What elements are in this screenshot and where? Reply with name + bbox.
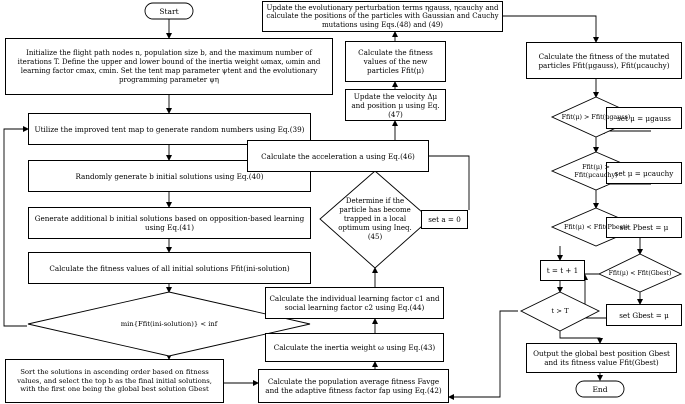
inertia-box: Calculate the inertia weight ω using Eq.… (265, 333, 444, 362)
decision-gbest (597, 253, 683, 293)
t-inc-box: t = t + 1 (540, 260, 585, 281)
set-cauchy-box: set μ = μcauchy (606, 162, 682, 184)
obl-box: Generate additional b initial solutions … (28, 207, 311, 239)
learning-box: Calculate the individual learning factor… (265, 287, 444, 319)
decision-cond-inf (27, 291, 311, 357)
set-gbest-box: set Gbest = μ (606, 304, 682, 326)
cauchy-label: Ffit(μ) > Ffit(μcauchy) (574, 163, 618, 179)
set-pbest-box: set Pbest = μ (606, 217, 682, 238)
t-gt-T-label: t > T (551, 307, 569, 315)
terminal-end-shape (575, 380, 625, 398)
set-gauss-box: set μ = μgauss (606, 107, 682, 129)
pbest-label: Ffit(μ) < Ffit(Pbest) (563, 223, 629, 231)
terminal-start-shape (144, 2, 194, 20)
fitness-init-box: Calculate the fitness values of all init… (28, 252, 311, 284)
decision-trapped (319, 170, 431, 269)
decision-T (519, 291, 601, 332)
fit-mut-box: Calculate the fitness of the mutated par… (526, 42, 682, 79)
sort-box: Sort the solutions in ascending order ba… (5, 359, 224, 403)
avg-fit-box: Calculate the population average fitness… (258, 369, 449, 403)
terminal-end: End (592, 384, 608, 394)
edge-condinf-loop (3, 126, 29, 327)
terminal-start: Start (159, 6, 179, 16)
perturb-box: Update the evolutionary perturbation ter… (262, 1, 503, 32)
trapped-label: Determine if the particle has become tra… (338, 196, 412, 241)
cond-inf-label: min{Ffit(ini-solution)} < inf (120, 320, 218, 328)
edge-dT-loop (448, 310, 518, 400)
init-box: Initialize the flight path nodes n, popu… (5, 38, 333, 95)
edge-dT-output (559, 331, 603, 344)
output-box: Output the global best position Gbest an… (526, 343, 677, 373)
accel-box: Calculate the acceleration a using Eq.(4… (247, 140, 429, 172)
tent-box: Utilize the improved tent map to generat… (28, 113, 311, 145)
edge-seta-accel (429, 155, 470, 210)
set-a-box: set a = 0 (421, 210, 468, 229)
gbest-label: Ffit(μ) < Ffit(Gbest) (608, 270, 672, 277)
edge-perturb-fitmut (503, 15, 599, 43)
gauss-label: Ffit(μ) > Ffit(μgauss) (561, 113, 631, 121)
fit-new-box: Calculate the fitness values of the new … (345, 41, 446, 82)
velocity-box: Update the velocity Δμ and position μ us… (345, 89, 446, 121)
